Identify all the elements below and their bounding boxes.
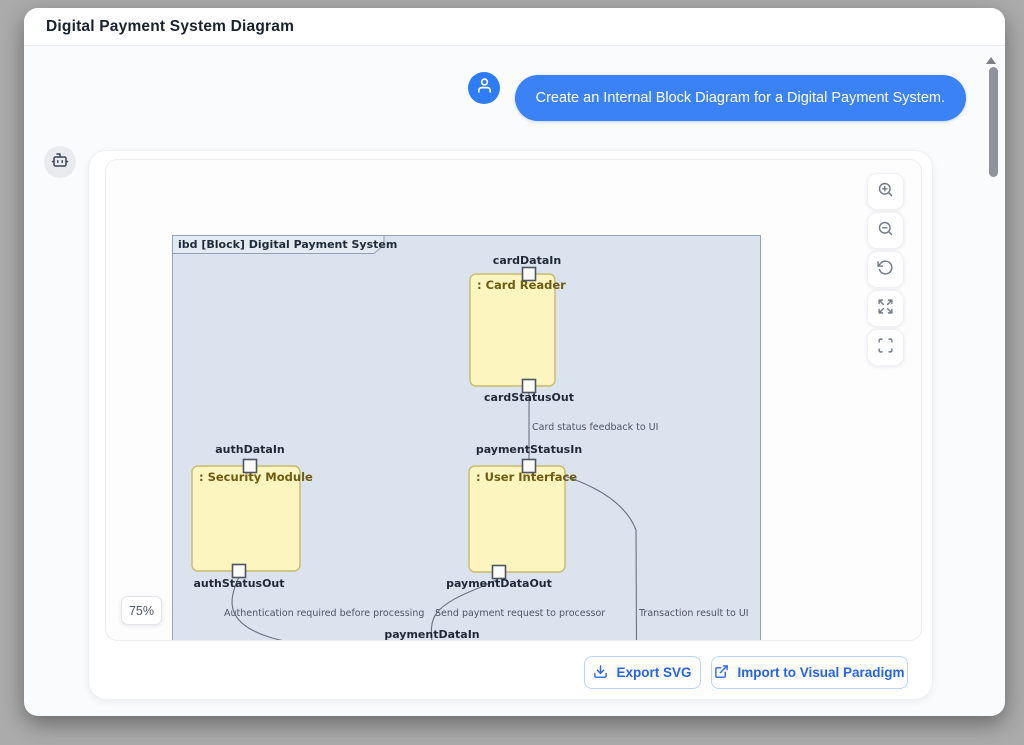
scrollbar-thumb[interactable] xyxy=(989,67,998,177)
port-payment-status-in xyxy=(521,458,537,474)
zoom-out-icon xyxy=(877,220,894,242)
port-label-card-data-in: cardDataIn xyxy=(493,254,561,267)
port-label-card-status-out: cardStatusOut xyxy=(484,391,574,404)
zoom-level-badge: 75% xyxy=(121,596,162,625)
zoom-out-button[interactable] xyxy=(867,212,904,249)
user-message-text: Create an Internal Block Diagram for a D… xyxy=(535,90,945,106)
download-icon xyxy=(593,664,608,682)
connector-label-send-payment: Send payment request to processor xyxy=(435,608,605,619)
diagram-canvas[interactable]: ibd [Block] Digital Payment System : Car… xyxy=(105,159,922,641)
zoom-toolbar xyxy=(867,173,904,367)
port-label-payment-data-out: paymentDataOut xyxy=(446,577,552,590)
port-card-status-out xyxy=(521,378,537,394)
block-card-reader xyxy=(469,273,556,387)
diagram-actions: Export SVG Import to Visual Paradigm xyxy=(89,656,918,689)
diagram-card: ibd [Block] Digital Payment System : Car… xyxy=(88,150,933,700)
reset-view-button[interactable] xyxy=(867,251,904,288)
bot-avatar xyxy=(44,146,76,178)
port-auth-status-out xyxy=(231,563,247,579)
diagram-svg: ibd [Block] Digital Payment System : Car… xyxy=(172,235,761,641)
import-visual-paradigm-button[interactable]: Import to Visual Paradigm xyxy=(711,656,908,689)
block-security-module-label: : Security Module xyxy=(199,470,313,484)
port-auth-data-in xyxy=(242,458,258,474)
ibd-frame-tab xyxy=(172,235,385,254)
port-label-auth-status-out: authStatusOut xyxy=(193,577,284,590)
port-label-payment-status-in: paymentStatusIn xyxy=(476,443,582,456)
app-window: Digital Payment System Diagram Create an… xyxy=(24,8,1005,716)
blocks: : Card Reader : Security Module : User I… xyxy=(191,273,577,573)
import-visual-paradigm-label: Import to Visual Paradigm xyxy=(737,665,905,680)
expand-button[interactable] xyxy=(867,290,904,327)
robot-icon xyxy=(51,151,69,174)
page-title: Digital Payment System Diagram xyxy=(46,17,295,35)
ibd-frame-label: ibd [Block] Digital Payment System xyxy=(178,238,397,251)
block-user-interface xyxy=(468,465,566,573)
export-svg-label: Export SVG xyxy=(616,665,692,680)
port-card-data-in xyxy=(521,266,537,282)
connector-label-transaction-result: Transaction result to UI xyxy=(638,608,749,619)
person-icon xyxy=(476,77,493,99)
zoom-in-button[interactable] xyxy=(867,173,904,210)
export-svg-button[interactable]: Export SVG xyxy=(584,656,701,689)
port-label-auth-data-in: authDataIn xyxy=(215,443,285,456)
connector-label-card-status: Card status feedback to UI xyxy=(532,422,658,433)
port-payment-data-out xyxy=(491,564,507,580)
block-card-reader-label: : Card Reader xyxy=(477,278,566,292)
connector-label-authentication: Authentication required before processin… xyxy=(224,608,424,619)
zoom-level-value: 75% xyxy=(128,603,155,618)
expand-icon xyxy=(877,298,894,320)
port-label-payment-data-in: paymentDataIn xyxy=(384,628,479,641)
fullscreen-button[interactable] xyxy=(867,329,904,366)
user-message-bubble: Create an Internal Block Diagram for a D… xyxy=(514,75,966,121)
ports xyxy=(231,266,537,580)
zoom-in-icon xyxy=(877,181,894,203)
connector-send-payment xyxy=(430,578,499,640)
connector-authentication xyxy=(231,576,283,640)
title-bar: Digital Payment System Diagram xyxy=(24,8,1005,46)
rotate-ccw-icon xyxy=(877,259,894,281)
fullscreen-icon xyxy=(877,337,894,359)
external-link-icon xyxy=(714,664,729,682)
block-user-interface-label: : User Interface xyxy=(476,470,577,484)
scrollbar-up-arrow[interactable] xyxy=(986,57,996,64)
ibd-frame xyxy=(172,235,761,640)
user-avatar xyxy=(468,72,500,104)
